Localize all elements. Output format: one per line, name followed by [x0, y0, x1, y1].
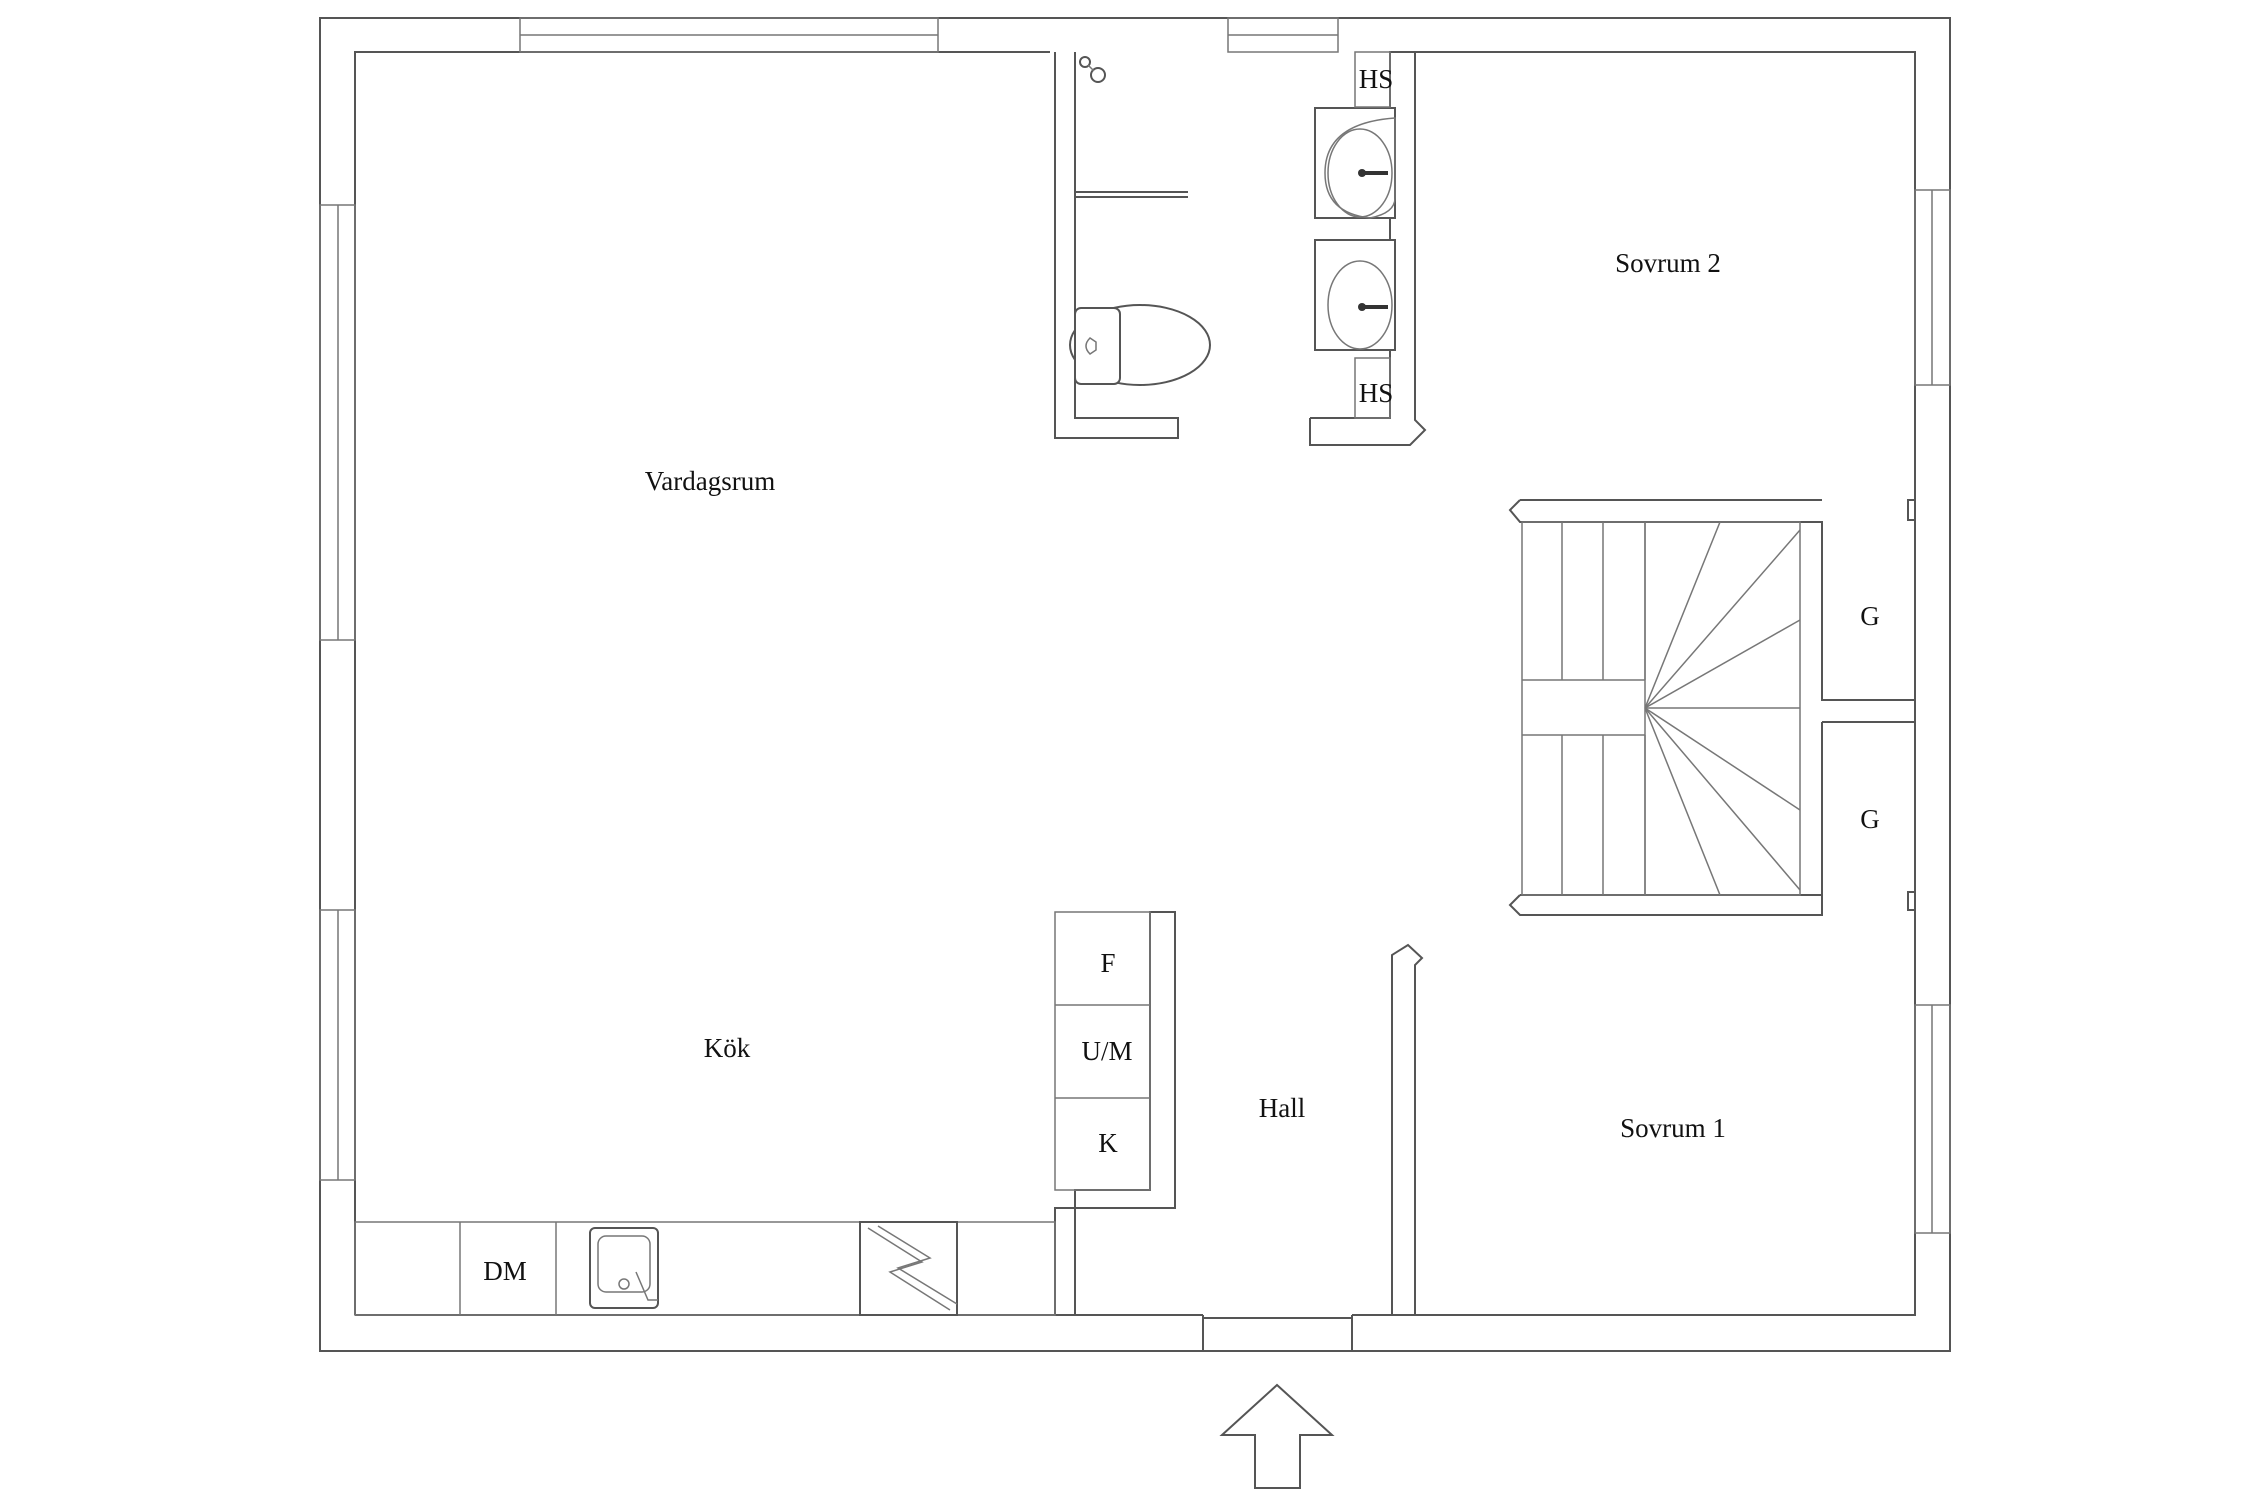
room-label-sovrum2: Sovrum 2	[1615, 248, 1721, 278]
room-label-kok: Kök	[704, 1033, 751, 1063]
sink-icon	[1314, 239, 1396, 351]
hs-closet-top	[1354, 51, 1391, 108]
freezer-label: K	[1098, 1128, 1118, 1158]
room-label-sovrum1: Sovrum 1	[1620, 1113, 1726, 1143]
windows	[319, 17, 1951, 1234]
shower-head-icon	[1079, 56, 1106, 83]
room-label-vardagsrum: Vardagsrum	[645, 466, 775, 496]
oven-micro-label: U/M	[1081, 1036, 1132, 1066]
hs-closet-bottom	[1354, 357, 1391, 419]
sink-icon	[1314, 107, 1396, 219]
kitchen-tall-units	[1054, 911, 1151, 1191]
room-label-hall: Hall	[1259, 1093, 1306, 1123]
interior-walls	[1054, 51, 1915, 1351]
stove-icon	[859, 1221, 958, 1316]
hs-label-top: HS	[1359, 64, 1394, 94]
fridge-label: F	[1100, 948, 1115, 978]
closet-label-lower: G	[1860, 804, 1880, 834]
closet-label-upper: G	[1860, 601, 1880, 631]
entrance-arrow-icon	[1219, 1383, 1335, 1489]
kitchen-counter	[354, 1221, 1056, 1316]
hs-label-bottom: HS	[1359, 378, 1394, 408]
toilet-icon	[1069, 304, 1211, 386]
outer-walls	[319, 17, 1951, 1352]
stairs-icon	[1521, 521, 1801, 896]
kitchen-sink-icon	[589, 1227, 659, 1309]
dishwasher-label: DM	[483, 1256, 527, 1286]
